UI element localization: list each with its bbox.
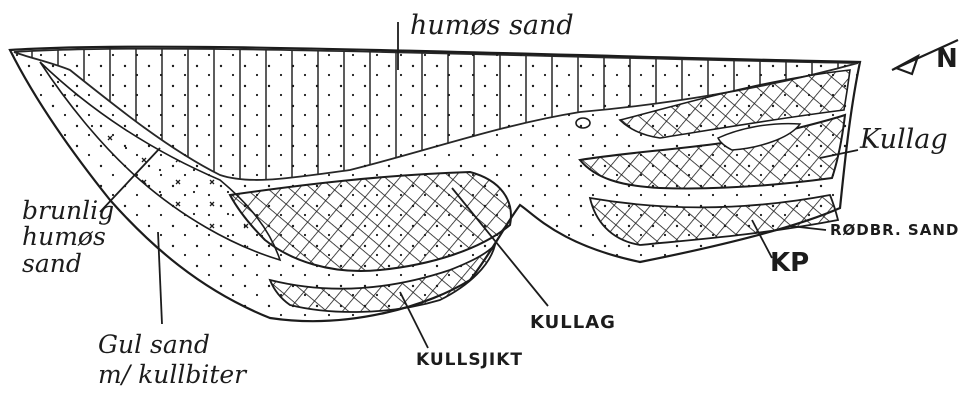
label-kullsjikt: KULLSJIKT (416, 352, 523, 369)
label-brunlig-humus-sand: brunlig humøs sand (22, 198, 114, 277)
label-kullag-right: Kullag (860, 126, 948, 153)
label-brunlig-line2: humøs (22, 224, 114, 250)
label-brunlig-line3: sand (22, 251, 114, 277)
label-north: N (936, 46, 958, 72)
label-kp: KP (770, 250, 809, 276)
label-kullag-mid: KULLAG (530, 314, 616, 332)
label-brunlig-line1: brunlig (22, 198, 114, 224)
label-humus-sand: humøs sand (410, 12, 574, 39)
label-gul-sand: Gul sand m/ kullbiter (98, 330, 246, 390)
label-gul-line2: m/ kullbiter (98, 360, 246, 390)
label-gul-line1: Gul sand (98, 330, 246, 360)
label-rodbr-sand: RØDBR. SAND (830, 223, 959, 238)
